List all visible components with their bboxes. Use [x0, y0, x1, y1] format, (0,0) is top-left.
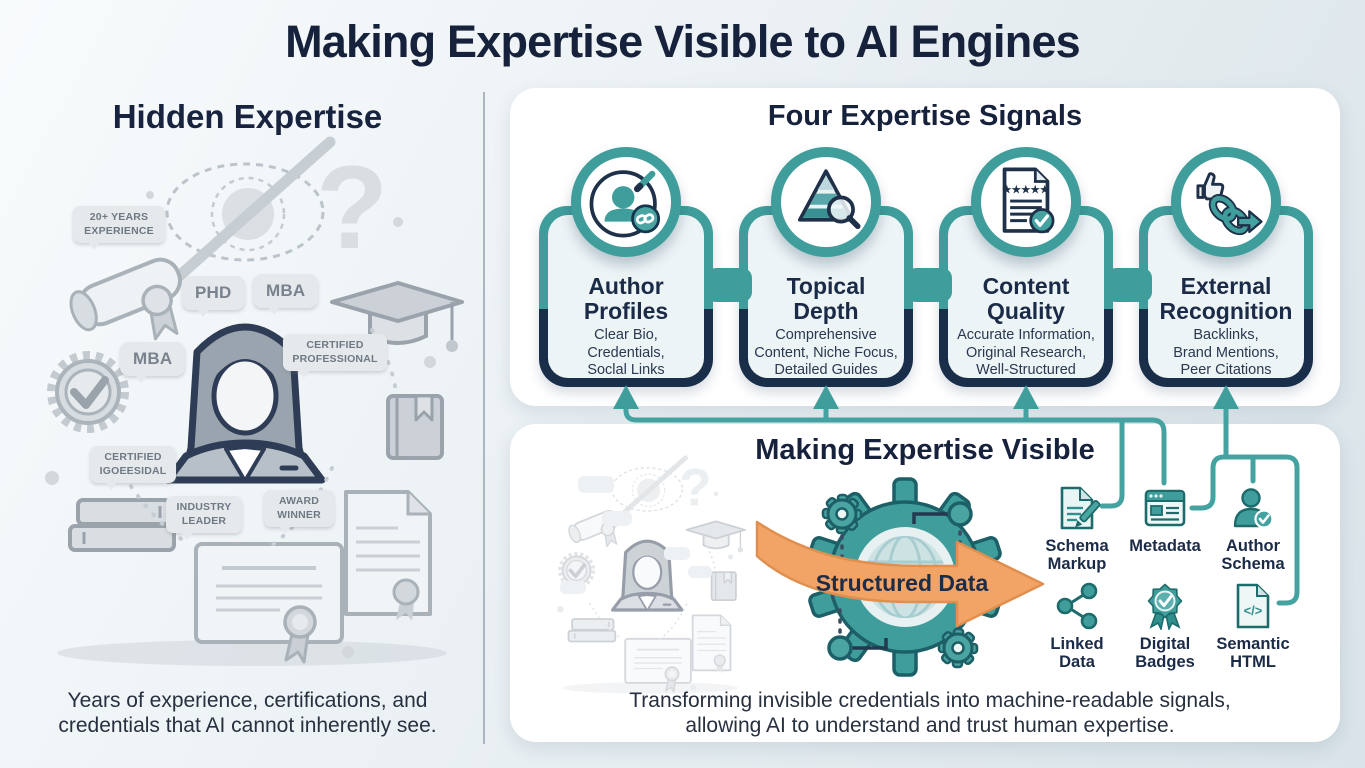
schema-markup-label: Schema Markup	[1045, 537, 1109, 573]
sealed-document-icon	[344, 490, 432, 621]
vertical-divider	[483, 92, 485, 744]
signal-card-author-profiles	[539, 206, 713, 387]
card-title: Content Quality	[982, 273, 1070, 325]
author-schema-icon	[1229, 484, 1277, 532]
card-title: External Recognition	[1159, 273, 1293, 325]
badge-certified-professional: CERTIFIED PROFESSIONAL	[283, 334, 387, 379]
linked-data-label: Linked Data	[1050, 635, 1104, 671]
slash-icon	[162, 136, 336, 292]
external-recognition-icon	[1171, 147, 1281, 257]
bottom-caption: Transforming invisible credentials into …	[629, 689, 1231, 738]
hidden-expertise-heading: Hidden Expertise	[112, 98, 383, 135]
card-connector-tab	[706, 268, 752, 302]
semantic-html-label: Semantic HTML	[1216, 635, 1290, 671]
linked-data-icon	[1053, 582, 1101, 630]
making-visible-heading: Making Expertise Visible	[755, 434, 1095, 466]
schema-markup-icon	[1053, 484, 1101, 532]
card-title: Author Profiles	[583, 273, 669, 325]
books-stack-icon	[68, 498, 176, 552]
digital-badges-label: Digital Badges	[1135, 635, 1195, 671]
structured-data-label: Structured Data	[815, 570, 989, 596]
card-connector-tab	[906, 268, 952, 302]
card-desc: Clear Bio, Credentials, Soclal Links	[587, 327, 665, 379]
digital-badges-icon	[1141, 582, 1189, 632]
badge-certified: CERTIFIED IGOEESIDAL	[90, 446, 176, 491]
badge-award-winner: AWARD WINNER	[264, 490, 334, 535]
semantic-html-icon: </>	[1229, 582, 1277, 630]
badge-mba-2: MBA	[120, 342, 186, 384]
card-connector-tab	[1106, 268, 1152, 302]
card-desc: Accurate Information, Original Research,…	[957, 327, 1095, 379]
certificate-icon	[194, 542, 344, 664]
four-signals-heading: Four Expertise Signals	[767, 100, 1083, 132]
topical-depth-icon	[771, 147, 881, 257]
svg-text:</>: </>	[1244, 603, 1263, 618]
badge-years-experience: 20+ YEARS EXPERIENCE	[73, 206, 165, 251]
badge-phd: PHD	[182, 276, 245, 318]
card-desc: Comprehensive Content, Niche Focus, Deta…	[754, 327, 898, 379]
card-title: Topical Depth	[786, 273, 866, 325]
award-badge-icon	[47, 351, 129, 433]
svg-text:★★★★★: ★★★★★	[1001, 183, 1050, 197]
card-desc: Backlinks, Brand Mentions, Peer Citation…	[1173, 327, 1279, 379]
book-icon	[386, 394, 444, 460]
author-profiles-icon	[571, 147, 681, 257]
author-schema-label: Author Schema	[1221, 537, 1285, 573]
content-quality-icon: ★★★★★	[971, 147, 1081, 257]
left-caption: Years of experience, certifications, and…	[58, 689, 437, 738]
page-title: Making Expertise Visible to AI Engines	[285, 16, 1081, 67]
badge-mba-1: MBA	[253, 274, 319, 316]
metadata-icon	[1141, 484, 1189, 532]
hidden-eye-icon	[165, 162, 325, 262]
badge-industry-leader: INDUSTRY LEADER	[166, 496, 242, 541]
question-mark-icon: ?	[316, 142, 388, 274]
metadata-label: Metadata	[1129, 537, 1201, 555]
signal-card-topical-depth	[739, 206, 913, 387]
